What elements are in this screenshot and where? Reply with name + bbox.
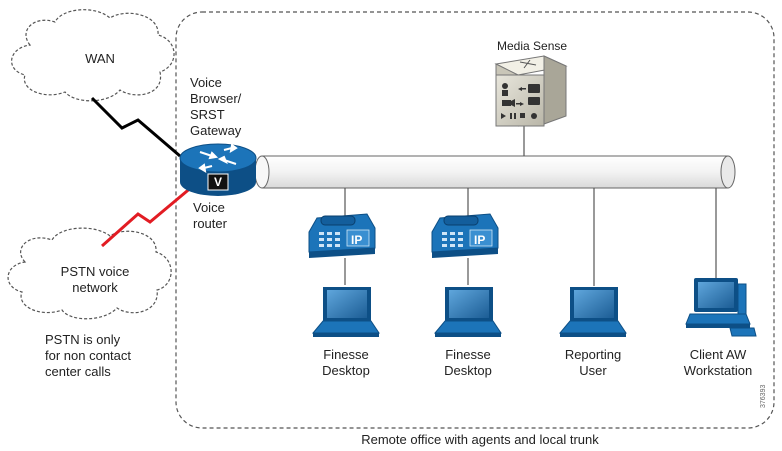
- pstn-cloud: [7, 227, 172, 320]
- pstn-note: PSTN is only for non contact center call…: [45, 332, 131, 379]
- lan-backbone: [244, 155, 736, 189]
- laptop-icon: [558, 287, 627, 337]
- ip-phone-icon: [308, 213, 376, 258]
- wan-cloud: [11, 9, 175, 102]
- wan-cloud-label: WAN: [85, 51, 115, 66]
- router-role-label: Voice Browser/ SRST Gateway: [190, 75, 242, 138]
- endpoint-label-reporting-user: Reporting User: [564, 347, 622, 378]
- site-caption: Remote office with agents and local trun…: [361, 432, 599, 447]
- laptop-icon: [433, 287, 502, 337]
- remote-office-boundary: [175, 11, 775, 429]
- drop-lines: [344, 126, 717, 286]
- endpoint-label-finesse-desktop: Finesse Desktop: [444, 347, 492, 378]
- voice-router-icon: [179, 143, 257, 196]
- pstn-link: [101, 174, 206, 248]
- media-sense-label: Media Sense: [497, 39, 568, 53]
- endpoint-label-client-aw: Client AW Workstation: [683, 347, 753, 378]
- media-sense-server-icon: [494, 55, 568, 127]
- router-name-label: Voice router: [193, 200, 227, 231]
- wan-link: [90, 96, 181, 158]
- desktop-workstation-icon: [685, 278, 757, 337]
- endpoint-label-finesse-desktop: Finesse Desktop: [322, 347, 370, 378]
- router-badge: V: [213, 175, 222, 189]
- laptop-icon: [311, 287, 380, 337]
- ip-phone-icon: [431, 213, 499, 258]
- figure-id: 376393: [760, 384, 767, 408]
- ip-phone-badge: IP: [351, 233, 363, 247]
- ip-phone-badge: IP: [474, 233, 486, 247]
- pstn-cloud-label: PSTN voice network: [60, 264, 130, 295]
